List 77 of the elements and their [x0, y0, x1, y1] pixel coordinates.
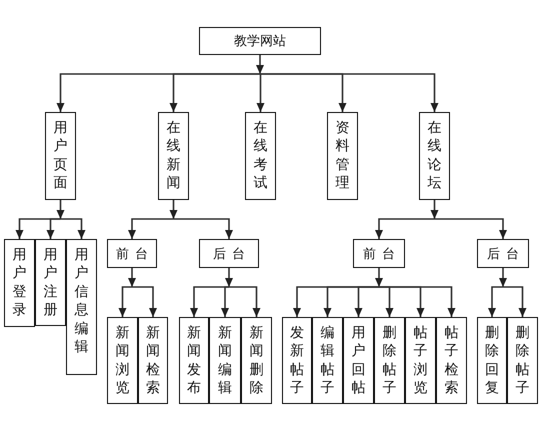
module-box — [312, 317, 343, 404]
module-name: 用户登录 — [12, 246, 26, 320]
module-box — [107, 239, 157, 268]
connector-trunk — [170, 200, 178, 219]
module-name: 资料管理 — [336, 119, 350, 193]
module-name: 新闻删除 — [250, 324, 264, 398]
module-name: 用户回帖 — [352, 324, 366, 398]
module-box — [66, 239, 97, 375]
module-name: 新闻检索 — [146, 324, 160, 398]
module-box — [199, 27, 321, 55]
module-box — [343, 317, 374, 404]
module-box — [419, 112, 450, 200]
module-name: 在线考试 — [254, 119, 268, 193]
module-box — [35, 239, 66, 326]
module-name: 在线新闻 — [166, 119, 180, 193]
connector-trunk — [375, 268, 383, 287]
module-name: 编辑帖子 — [320, 324, 334, 398]
connector-arrow — [46, 218, 60, 239]
module-name: 删除回复 — [485, 324, 499, 398]
connector-trunk — [56, 200, 64, 219]
connector-trunk — [256, 55, 264, 74]
module-name: 用户注册 — [44, 246, 58, 320]
module-name: 前台 — [362, 246, 401, 262]
module-box — [209, 317, 241, 404]
module-box — [405, 317, 436, 404]
connector-arrow — [256, 73, 264, 112]
module-name: 后台 — [486, 246, 525, 262]
module-box — [327, 112, 358, 200]
module-box — [374, 317, 405, 404]
module-box — [245, 112, 276, 200]
connector-arrow — [174, 218, 233, 239]
connector-arrow — [170, 73, 260, 112]
module-name: 新闻浏览 — [116, 324, 130, 398]
module-box — [353, 239, 405, 268]
module-box — [241, 317, 272, 404]
module-box — [282, 317, 312, 404]
module-name: 新闻编辑 — [218, 324, 232, 398]
connector-arrow — [260, 73, 438, 112]
module-name: 教学网站 — [234, 33, 286, 50]
module-name: 发新帖子 — [290, 324, 304, 398]
connector-trunk — [128, 268, 136, 287]
connector-trunk — [430, 200, 438, 219]
module-name: 帖子浏览 — [414, 324, 428, 398]
connector-arrow — [128, 218, 174, 239]
module-box — [477, 317, 507, 404]
module-box — [199, 239, 259, 268]
module-name: 帖子检索 — [444, 324, 458, 398]
connector-trunk — [499, 268, 507, 287]
connector-trunk — [225, 268, 233, 287]
module-name: 删除帖子 — [516, 324, 530, 398]
connector-arrow — [229, 286, 260, 317]
connector-arrow — [375, 218, 434, 239]
module-box — [477, 239, 529, 268]
connector-arrow — [503, 286, 526, 317]
module-box — [179, 317, 209, 404]
module-name: 在线论坛 — [428, 119, 442, 193]
connector-arrow — [354, 286, 379, 317]
connector-arrow — [221, 286, 229, 317]
module-box — [507, 317, 538, 404]
module-box — [4, 239, 35, 327]
module-name: 新闻发布 — [187, 324, 201, 398]
module-name: 用户页面 — [54, 119, 68, 193]
module-name: 后台 — [212, 246, 251, 262]
connector-arrow — [488, 286, 503, 317]
module-box — [138, 317, 168, 404]
connector-arrow — [132, 286, 157, 317]
connector-arrow — [60, 218, 86, 239]
module-box — [107, 317, 138, 404]
module-box — [436, 317, 467, 404]
module-name: 删除帖子 — [382, 324, 396, 398]
module-name: 前台 — [115, 246, 154, 262]
module-name: 用户信息编辑 — [74, 246, 88, 357]
module-box — [45, 112, 76, 200]
connector-arrow — [118, 286, 132, 317]
module-box — [158, 112, 189, 200]
connector-arrow — [379, 286, 456, 317]
connector-arrow — [434, 218, 507, 239]
